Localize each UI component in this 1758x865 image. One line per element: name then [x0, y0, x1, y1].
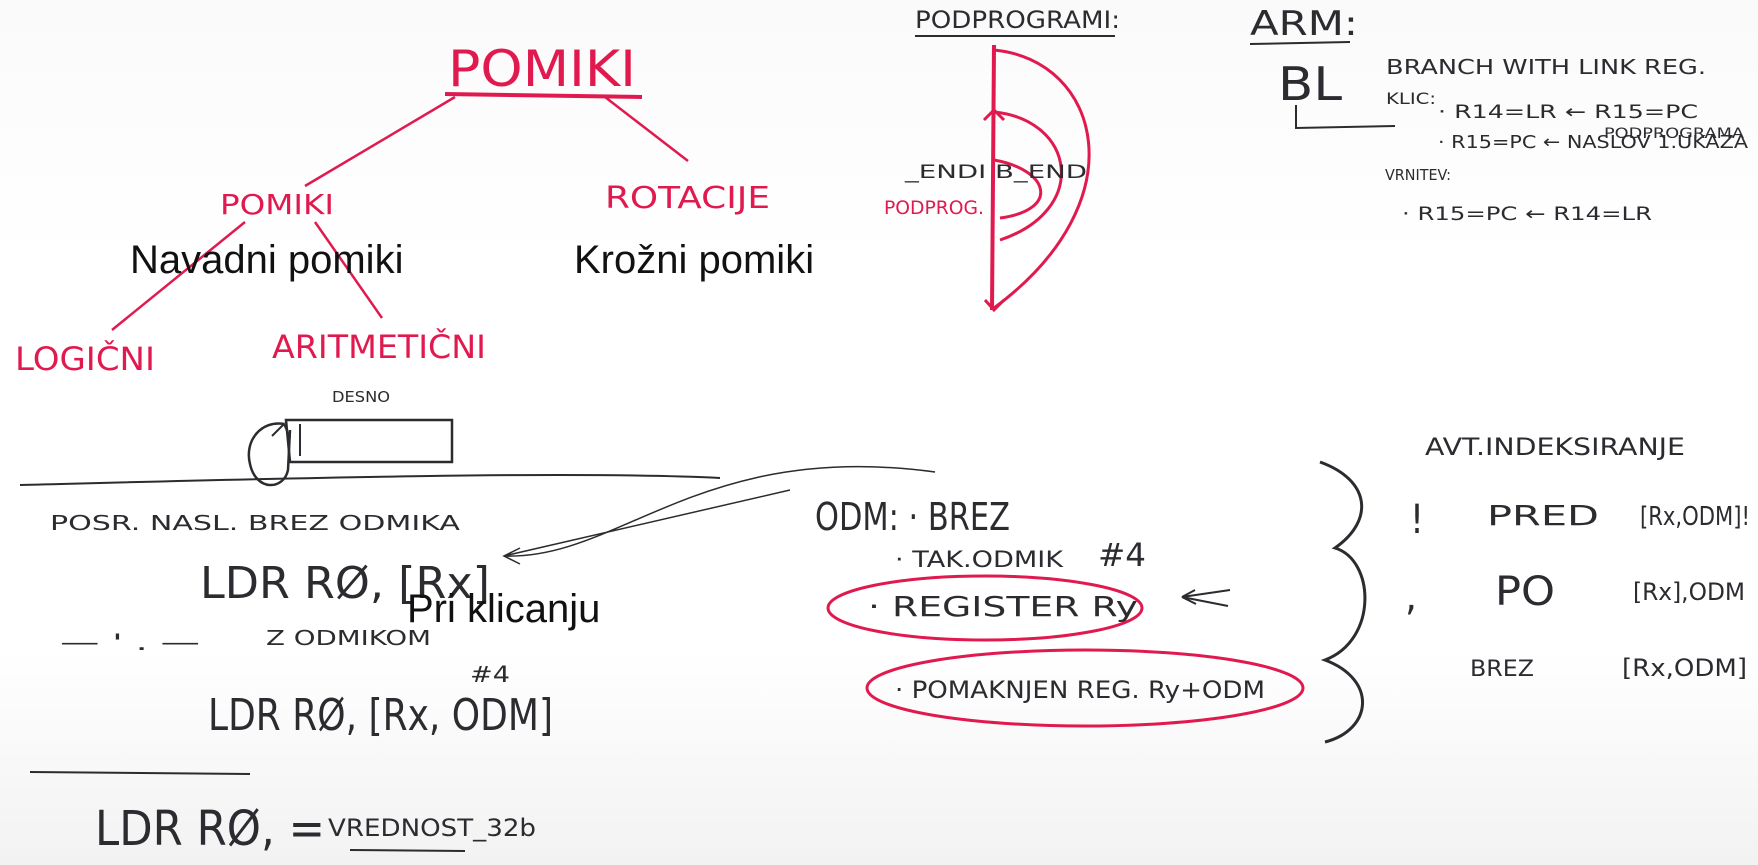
odm-register: · REGISTER Ry — [868, 590, 1138, 623]
tree-branch-left — [305, 97, 455, 186]
desno-label: DESNO — [332, 388, 390, 406]
caption-pri-klicanju: Pri klicanju — [407, 589, 600, 629]
tree-right-label: ROTACIJE — [605, 181, 770, 216]
avt-title: AVT.INDEKSIRANJE — [1425, 433, 1685, 461]
tree-left-label: POMIKI — [220, 188, 334, 221]
register-box — [286, 420, 452, 462]
vrednost-underline — [350, 850, 465, 851]
addressing-hash4: #4 — [470, 663, 510, 688]
odm-pomak: · POMAKNJEN REG. Ry+ODM — [895, 676, 1265, 704]
addressing-posr-label: POSR. NASL. BREZ ODMIKA — [50, 511, 460, 535]
shift-loop-arrow — [249, 423, 290, 485]
odm-tak-hash: #4 — [1098, 536, 1146, 574]
arm-line2b: PODPROGRAMA — [1604, 126, 1745, 142]
tree-branch-right — [605, 97, 688, 161]
divider-line-top — [20, 475, 720, 485]
caption-krozni-pomiki: Krožni pomiki — [574, 240, 814, 280]
avt-brez-value: [Rx,ODM] — [1622, 654, 1747, 682]
avt-brace — [1320, 462, 1365, 742]
arm-bl-label: BL — [1278, 57, 1342, 111]
divider-line-bottom — [30, 772, 250, 774]
odm-title: ODM: · BREZ — [815, 495, 1010, 539]
avt-pred-value: [Rx,ODM]! — [1640, 502, 1750, 532]
addressing-ldr3: LDR RØ, = — [95, 801, 325, 857]
arm-line3: · R15=PC ← R14=LR — [1402, 203, 1652, 225]
pointer-line — [504, 490, 790, 556]
arm-branch-label: BRANCH WITH LINK REG. — [1386, 55, 1706, 79]
tree-leaf-logicni: LOGIČNI — [15, 339, 155, 378]
odm-register-arrow — [1182, 590, 1230, 606]
subprogram-podprog-label: PODPROG. — [884, 197, 984, 219]
tree-root-label: POMIKI — [448, 40, 636, 98]
avt-po-value: [Rx],ODM — [1633, 578, 1745, 606]
tree-leaf-aritmeticni: ARITMETIČNI — [272, 327, 486, 366]
arm-vrnitev-label: VRNITEV: — [1385, 166, 1451, 184]
arm-klic-label: KLIC: — [1386, 89, 1436, 108]
addressing-dash: — ' . — — [60, 631, 200, 656]
odm-tak: · TAK.ODMIK — [895, 548, 1064, 573]
avt-pred: PRED — [1487, 499, 1599, 532]
avt-brez: BREZ — [1470, 657, 1534, 682]
subprograms-title: PODPROGRAMI: — [915, 6, 1120, 34]
addressing-vrednost: VREDNOST_32b — [328, 814, 536, 842]
addressing-ldr2: LDR RØ, [Rx, ODM] — [208, 690, 553, 741]
arm-title: ARM: — [1250, 4, 1358, 44]
subprogram-end-label: _ENDI B_END — [904, 161, 1087, 183]
arm-line1: · R14=LR ← R15=PC — [1438, 101, 1698, 123]
avt-po: PO — [1495, 569, 1555, 615]
caption-navadni-pomiki: Navadni pomiki — [130, 240, 403, 280]
avt-excl: ! — [1410, 497, 1424, 543]
avt-comma: , — [1405, 574, 1417, 620]
subprogram-arrowhead-bottom — [985, 300, 1004, 310]
